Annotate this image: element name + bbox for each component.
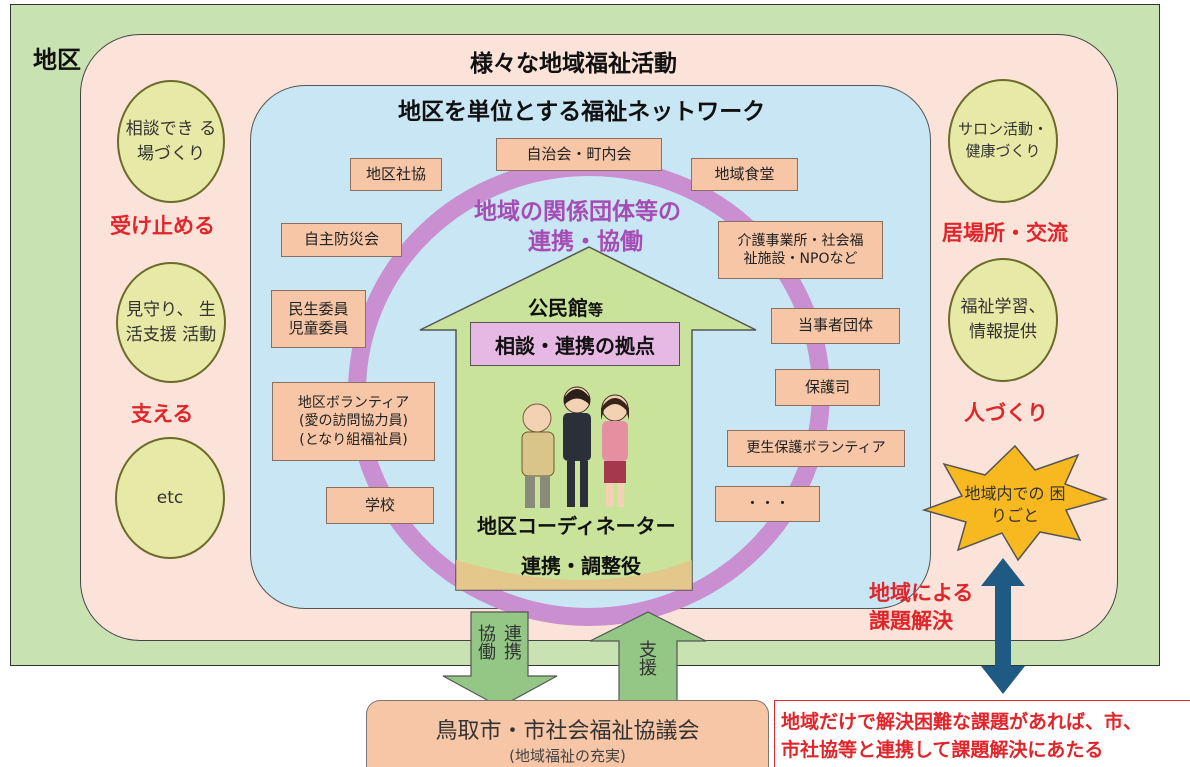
label-hitozukuri: 人づくり	[964, 401, 1048, 425]
group-kaigo: 介護事業所・社会福 祉施設・NPOなど	[718, 221, 883, 279]
role-label: 連携・調整役	[521, 554, 641, 578]
oval-etc: etc	[115, 437, 225, 559]
group-bosai: 自主防災会	[281, 223, 402, 257]
city-box-subtitle: (地域福祉の充実)	[509, 747, 626, 765]
city-box-title: 鳥取市・市社会福祉協議会	[435, 719, 700, 744]
group-minsei: 民生委員 児童委員	[271, 290, 366, 348]
bottom-note-box	[774, 700, 1190, 767]
arrow-left-col1: 協働	[475, 624, 496, 660]
bottom-note-line2: 市社協等と連携して課題解決にあたる	[781, 739, 1104, 761]
district-label: 地区	[33, 46, 81, 74]
burst-text: 地域内での 困りごと	[964, 484, 1066, 526]
oval-watching-support: 見守り、 生活支援 活動	[116, 262, 226, 383]
label-ibasho: 居場所・交流	[942, 221, 1068, 245]
house-title: 公民館等	[528, 292, 603, 321]
house-title-suffix: 等	[588, 301, 604, 319]
outer-title: 様々な地域福祉活動	[470, 51, 677, 77]
group-volunteer: 地区ボランティア (愛の訪問協力員) (となり組福祉員)	[272, 382, 435, 461]
group-kosei: 更生保護ボランティア	[727, 430, 905, 467]
group-tojisha: 当事者団体	[771, 308, 900, 344]
house-title-main: 公民館	[528, 296, 588, 320]
network-title: 地区を単位とする福祉ネットワーク	[398, 99, 766, 125]
label-uketomeru: 受け止める	[110, 214, 215, 238]
group-chikusha: 地区社協	[350, 158, 442, 191]
arrow-left-col2: 連携	[501, 624, 522, 660]
label-chiiki-kaiketsu-1: 地域による	[869, 581, 974, 605]
group-shokudo: 地域食堂	[691, 158, 798, 191]
arrow-right-label: 支援	[636, 640, 657, 676]
label-sasaeru: 支える	[131, 402, 194, 426]
hub-label: 相談・連携の拠点	[470, 322, 680, 366]
oval-welfare-learning: 福祉学習、 情報提供	[948, 258, 1058, 382]
city-box	[366, 700, 769, 767]
bottom-note-line1: 地域だけで解決困難な課題があれば、市、	[781, 711, 1143, 733]
oval-consultation-place: 相談でき る場づくり	[117, 80, 225, 203]
label-chiiki-kaiketsu-2: 課題解決	[869, 609, 953, 633]
group-hogoshi: 保護司	[775, 369, 880, 406]
people-illustration	[521, 386, 629, 508]
group-etc-dots: ・・・	[715, 486, 820, 522]
ring-text-line1: 地域の関係団体等の	[474, 199, 681, 225]
group-jichikai: 自治会・町内会	[496, 138, 662, 171]
coordinator-label: 地区コーディネーター	[477, 514, 676, 538]
oval-salon-health: サロン活動・ 健康づくり	[948, 79, 1058, 203]
group-gakko: 学校	[326, 487, 434, 524]
